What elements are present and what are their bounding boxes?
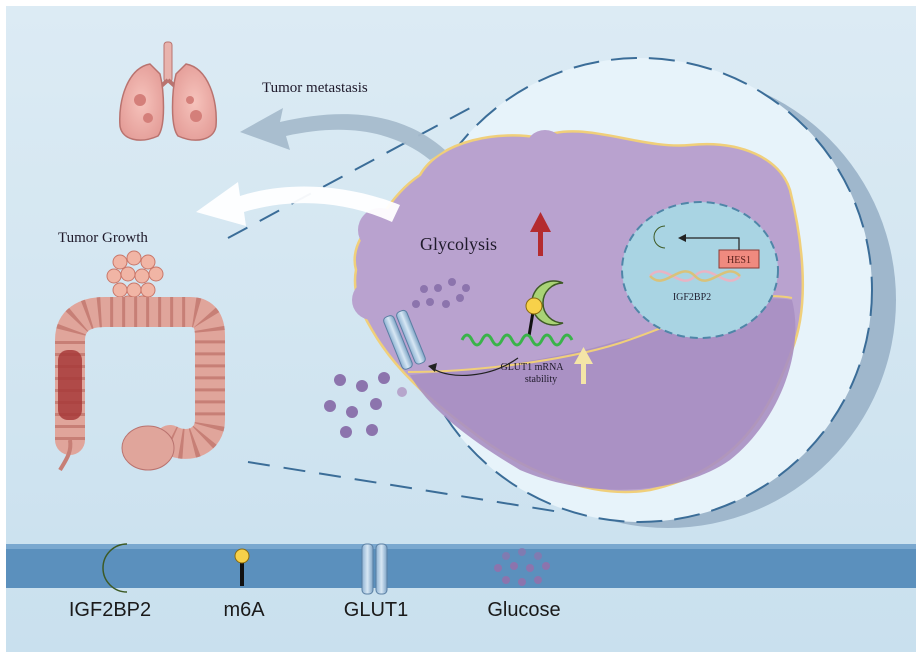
glucose-dots-icon xyxy=(494,548,550,586)
legend-label-glut1: GLUT1 xyxy=(344,599,408,621)
glut1-transporter-icon xyxy=(361,543,388,595)
colon-illustration xyxy=(55,297,225,472)
arrowhead xyxy=(678,234,686,242)
m6a-marker-icon xyxy=(525,297,543,315)
glut1-transporter-icon xyxy=(383,309,426,370)
lungs-illustration xyxy=(119,41,217,141)
cell-bleb xyxy=(525,130,565,170)
glycolysis-up-arrow xyxy=(530,212,551,256)
m6a-marker-icon xyxy=(234,548,250,564)
zoom-lines xyxy=(227,107,561,513)
hes1-activation-arrow xyxy=(682,237,740,250)
stability-up-arrow xyxy=(574,347,593,384)
glucose-import-arrow xyxy=(431,357,519,377)
igf2bp2-protein-icon xyxy=(531,280,564,326)
glycolysis-label: Glycolysis xyxy=(420,234,497,254)
metastasis-arrow xyxy=(240,108,445,160)
igf2bp2-protein-icon xyxy=(653,225,666,249)
legend-bar xyxy=(6,544,916,588)
glucose-molecules-inside xyxy=(412,278,470,308)
m6a-stem xyxy=(527,311,535,337)
igf2bp2-gene-label: IGF2BP2 xyxy=(673,292,711,303)
igf2bp2-gene-dna xyxy=(649,270,741,282)
legend-label-igf2bp2: IGF2BP2 xyxy=(69,599,151,621)
tumor-growth-label: Tumor Growth xyxy=(58,230,148,246)
glut1-mrna-label: GLUT1 mRNA xyxy=(500,362,564,373)
glut1-mrna xyxy=(460,333,574,347)
legend-bar-highlight xyxy=(6,544,916,549)
tumor-metastasis-label: Tumor metastasis xyxy=(262,80,368,96)
tumor-growth-arrow xyxy=(196,182,400,226)
hes1-label: HES1 xyxy=(727,255,751,266)
glucose-molecules-outside xyxy=(324,372,407,438)
arrowhead xyxy=(428,363,437,372)
stability-label: stability xyxy=(525,374,557,385)
nucleus xyxy=(621,201,779,339)
igf2bp2-protein-icon xyxy=(102,543,128,593)
cell-bleb xyxy=(352,280,392,320)
cell-lower-region xyxy=(410,298,796,490)
legend-label-m6a: m6A xyxy=(223,599,265,621)
legend-label-glucose: Glucose xyxy=(487,599,560,621)
